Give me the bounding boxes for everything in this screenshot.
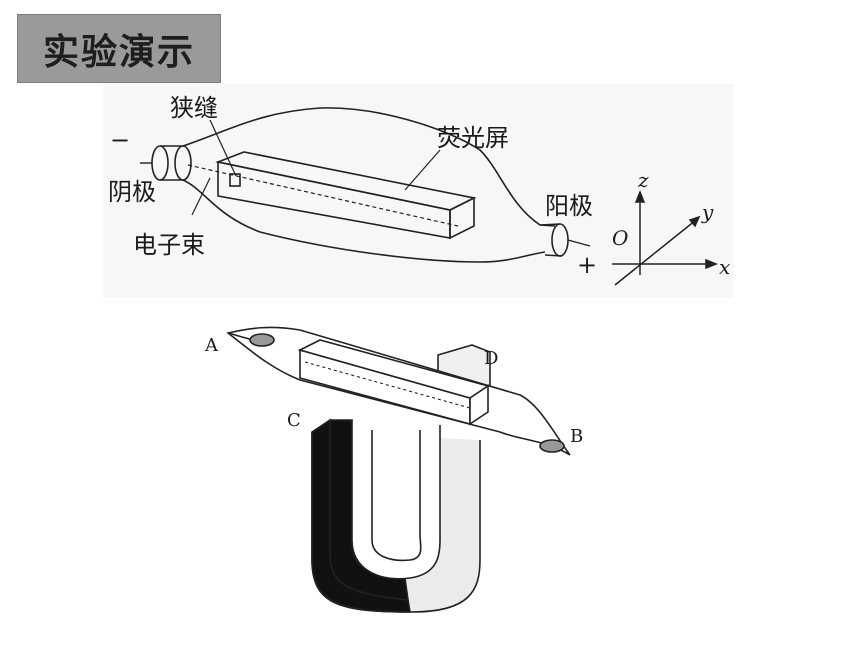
tube-end-a: [249, 333, 275, 347]
tube-end-b: [539, 439, 565, 453]
electron-beam: [187, 164, 459, 227]
anode-label: 阳极: [545, 192, 593, 220]
anode-end: [551, 223, 569, 257]
title-banner: 实验演示: [17, 14, 221, 83]
cathode-end: [151, 145, 169, 181]
slit-label: 狭缝: [170, 94, 218, 122]
tube-diagram-panel: [103, 84, 734, 298]
label-c: C: [287, 410, 301, 431]
label-a: A: [205, 335, 218, 356]
tube-envelope-top: [182, 107, 556, 227]
coordinate-axes: [612, 189, 719, 286]
magnet-apparatus: [226, 326, 571, 613]
axis-x-label: x: [719, 255, 731, 279]
cathode-label: 阴极: [108, 178, 156, 206]
label-b: B: [570, 426, 584, 447]
axis-y-label: y: [702, 200, 714, 224]
screen-front: [217, 161, 451, 239]
axis-origin-label: O: [612, 226, 629, 250]
tube-envelope-bottom: [182, 179, 546, 263]
beam-label: 电子束: [133, 231, 205, 259]
cathode-ray-tube: [140, 107, 591, 263]
cathode-cap: [160, 145, 183, 181]
axis-z-label: z: [638, 168, 649, 192]
plus-sign: +: [577, 251, 598, 279]
minus-sign: −: [110, 126, 131, 154]
screen-label: 荧光屏: [437, 124, 509, 152]
screen-end: [449, 196, 475, 240]
label-d: D: [484, 348, 499, 369]
page-title: 实验演示: [42, 31, 195, 73]
